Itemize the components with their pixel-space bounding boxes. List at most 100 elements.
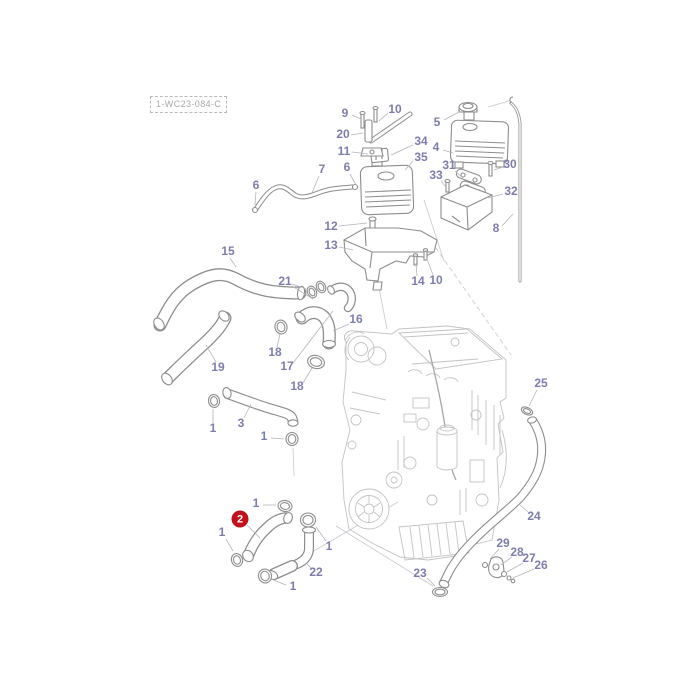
part-callout-3: 3 (238, 416, 245, 430)
part-callout-25: 25 (534, 376, 548, 390)
leader-line-13 (338, 246, 354, 251)
part-callout-1: 1 (326, 539, 333, 553)
leader-line-29 (489, 548, 500, 560)
leader-line-11 (351, 151, 369, 155)
elbow-16 (294, 306, 337, 350)
leader-line-1 (225, 538, 234, 552)
part-callout-1: 1 (261, 429, 268, 443)
highlighted-callout: 2 (231, 510, 261, 539)
leader-line-22 (305, 562, 312, 569)
leader-line-24 (519, 504, 529, 513)
part-callout-1: 1 (253, 496, 260, 510)
hose-clamps (207, 280, 327, 584)
part-callout-26: 26 (534, 558, 548, 572)
hose-3 (222, 387, 299, 427)
leader-line-20 (350, 132, 364, 136)
rod-8 (509, 96, 522, 283)
part-callout-4: 4 (433, 140, 440, 154)
leader-line-30 (493, 166, 504, 171)
hose-2-highlighted-part (242, 512, 293, 563)
leader-line-10 (426, 258, 434, 276)
highlight-badge (231, 510, 249, 528)
leader-line-21 (291, 283, 310, 291)
part-callout-20: 20 (336, 127, 350, 141)
leader-line-23 (426, 577, 436, 587)
highlight-badge-number: 2 (237, 513, 243, 525)
part-callout-1: 1 (219, 525, 226, 539)
part-callout-34: 34 (414, 134, 428, 148)
clamp-1c (277, 499, 293, 513)
leader-line-34 (390, 144, 414, 156)
part-callout-22: 22 (309, 565, 323, 579)
leader-line-1 (270, 578, 287, 586)
clamp-1a (207, 393, 221, 409)
leader-line-8 (501, 213, 514, 227)
clamp-1f (257, 568, 273, 584)
elbow-22 (265, 526, 317, 580)
bolt-9 (359, 110, 366, 129)
part-callout-27: 27 (522, 551, 536, 565)
part-callout-6: 6 (344, 160, 351, 174)
clamp-18a (274, 319, 288, 335)
part-callout-33: 33 (429, 168, 443, 182)
callout-leader-lines (205, 111, 538, 587)
bolt-14 (412, 253, 419, 266)
leader-line-32 (487, 193, 504, 199)
clamp-18b (307, 354, 325, 370)
leader-line-15 (229, 257, 237, 268)
part-callout-24: 24 (527, 509, 541, 523)
part-callout-5: 5 (434, 115, 441, 129)
leader-line-18 (302, 367, 313, 384)
part-callout-11: 11 (338, 144, 351, 158)
leader-line-27 (506, 562, 524, 573)
part-callout-1: 1 (290, 579, 297, 593)
part-callout-13: 13 (324, 238, 338, 252)
leader-line-26 (512, 568, 535, 579)
clamp-21b (315, 280, 327, 294)
part-callout-29: 29 (496, 536, 510, 550)
fitting-cluster-26-29 (481, 556, 516, 584)
elbow-17 (327, 282, 356, 313)
part-callout-31: 31 (442, 158, 456, 172)
fitting-6-left (251, 206, 259, 214)
drawing-reference-box: 1-WC23-084-C (150, 96, 228, 113)
part-callout-15: 15 (221, 244, 235, 258)
part-callout-8: 8 (493, 221, 500, 235)
bracket-20 (360, 111, 413, 157)
fitting-6-right (351, 183, 359, 191)
part-callout-9: 9 (342, 106, 349, 120)
bolt-12 (368, 216, 377, 231)
bolt-33 (444, 178, 451, 193)
leader-line-28 (500, 556, 513, 566)
leader-line-14 (415, 262, 418, 277)
leader-line-18 (276, 333, 281, 348)
cap-5 (458, 101, 478, 121)
part-callout-19: 19 (211, 360, 225, 374)
leader-line-21 (291, 285, 314, 300)
leader-line-31 (454, 170, 464, 179)
bolt-10-top (372, 105, 379, 123)
coolant-tank-left (359, 105, 415, 231)
part-callout-28: 28 (510, 545, 524, 559)
clamp-21a (306, 285, 318, 299)
leader-line-6 (254, 191, 257, 206)
part-callout-10: 10 (429, 273, 443, 287)
hose-7 (251, 183, 359, 214)
engine-drawing (341, 325, 507, 561)
part-callout-32: 32 (504, 184, 518, 198)
part-callout-6: 6 (253, 178, 260, 192)
leader-line-1 (315, 526, 327, 542)
leader-line-9 (351, 114, 362, 120)
part-callout-18: 18 (268, 345, 282, 359)
bolt-30 (487, 160, 494, 177)
drawing-reference-label: 1-WC23-084-C (156, 99, 222, 109)
clamp-25 (520, 406, 534, 416)
part-callout-10: 10 (388, 102, 402, 116)
leader-line-highlight (246, 524, 261, 539)
hose-15 (153, 268, 307, 332)
clamp-11 (360, 147, 384, 157)
part-callout-18: 18 (290, 379, 304, 393)
part-callout-23: 23 (413, 566, 427, 580)
